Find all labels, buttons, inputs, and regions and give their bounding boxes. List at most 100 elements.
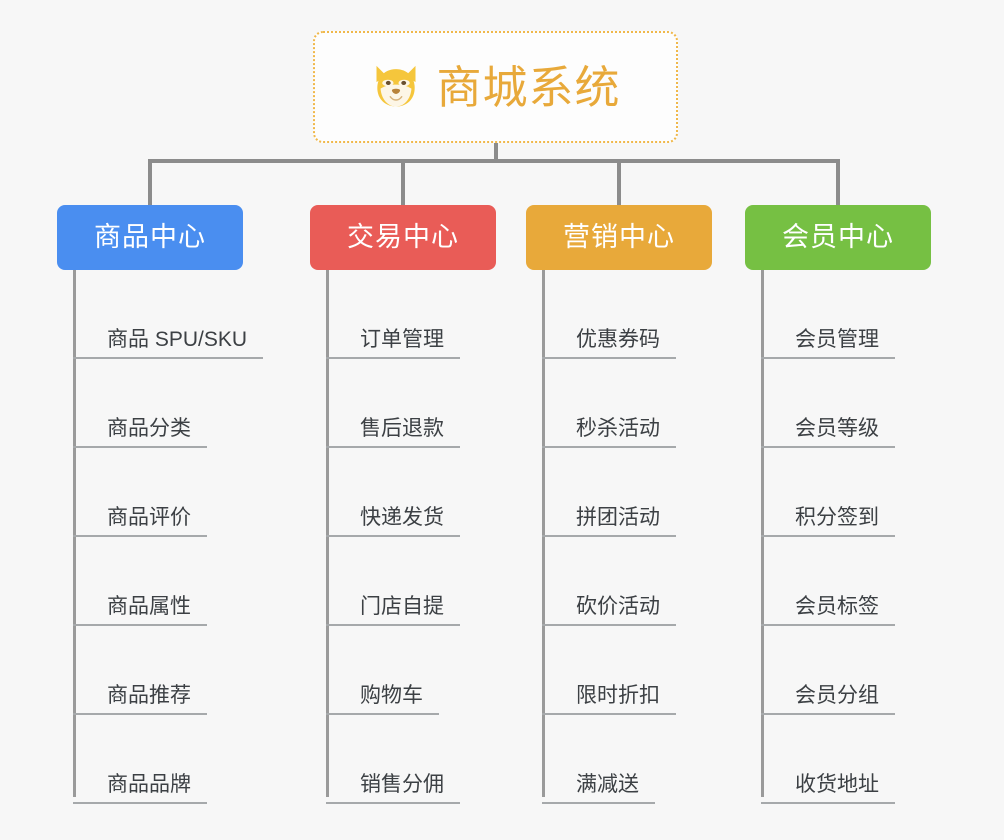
leaf-item-label: 优惠券码 bbox=[576, 328, 660, 351]
branch-header-4[interactable]: 会员中心 bbox=[745, 205, 931, 270]
leaf-item-label: 商品品牌 bbox=[107, 773, 191, 796]
leaf-item-label: 快递发货 bbox=[360, 506, 444, 529]
leaf-item[interactable]: 收货地址 bbox=[761, 715, 1004, 804]
leaf-item-rule bbox=[761, 357, 895, 359]
leaf-item[interactable]: 销售分佣 bbox=[326, 715, 586, 804]
leaf-item[interactable]: 会员等级 bbox=[761, 359, 1004, 448]
connector-drop-1 bbox=[148, 159, 152, 205]
root-node[interactable]: 商城系统 bbox=[313, 31, 678, 143]
leaf-item-rule bbox=[761, 713, 895, 715]
leaf-item-label: 商品评价 bbox=[107, 506, 191, 529]
connector-drop-3 bbox=[617, 159, 621, 205]
leaf-item[interactable]: 会员管理 bbox=[761, 270, 1004, 359]
leaf-list-1: 商品 SPU/SKU 商品分类商品评价商品属性商品推荐商品品牌 bbox=[73, 270, 333, 804]
leaf-item-label: 商品 SPU/SKU bbox=[107, 328, 248, 351]
connector-drop-2 bbox=[401, 159, 405, 205]
root-title: 商城系统 bbox=[436, 61, 621, 113]
leaf-item-label: 销售分佣 bbox=[360, 773, 444, 796]
leaf-item-rule bbox=[326, 713, 439, 715]
leaf-item-rule bbox=[542, 802, 655, 804]
leaf-item[interactable]: 快递发货 bbox=[326, 448, 586, 537]
branch-spine-1 bbox=[73, 270, 76, 797]
leaf-item-rule bbox=[542, 535, 676, 537]
connector-bus bbox=[148, 159, 840, 163]
leaf-list-2: 订单管理售后退款快递发货门店自提购物车销售分佣 bbox=[326, 270, 586, 804]
leaf-item[interactable]: 拼团活动 bbox=[542, 448, 802, 537]
branch-column-4: 会员中心 会员管理会员等级积分签到会员标签会员分组收货地址 bbox=[745, 205, 931, 804]
leaf-item-rule bbox=[326, 535, 460, 537]
branch-header-2[interactable]: 交易中心 bbox=[310, 205, 496, 270]
leaf-item-rule bbox=[761, 624, 895, 626]
branch-header-3[interactable]: 营销中心 bbox=[526, 205, 712, 270]
branch-spine-3 bbox=[542, 270, 545, 797]
branch-header-label: 商品中心 bbox=[94, 222, 206, 252]
leaf-item-rule bbox=[542, 357, 676, 359]
leaf-item-rule bbox=[326, 446, 460, 448]
leaf-item[interactable]: 会员标签 bbox=[761, 537, 1004, 626]
leaf-item-label: 拼团活动 bbox=[576, 506, 660, 529]
leaf-item-rule bbox=[542, 624, 676, 626]
leaf-item-label: 售后退款 bbox=[360, 417, 444, 440]
leaf-list-4: 会员管理会员等级积分签到会员标签会员分组收货地址 bbox=[761, 270, 1004, 804]
leaf-item-label: 会员标签 bbox=[795, 595, 879, 618]
leaf-item[interactable]: 售后退款 bbox=[326, 359, 586, 448]
leaf-item[interactable]: 商品分类 bbox=[73, 359, 333, 448]
leaf-item-rule bbox=[73, 446, 207, 448]
leaf-item[interactable]: 订单管理 bbox=[326, 270, 586, 359]
leaf-item-label: 会员管理 bbox=[795, 328, 879, 351]
branch-spine-2 bbox=[326, 270, 329, 797]
leaf-item[interactable]: 门店自提 bbox=[326, 537, 586, 626]
leaf-item[interactable]: 砍价活动 bbox=[542, 537, 802, 626]
leaf-item-rule bbox=[73, 624, 207, 626]
leaf-item-rule bbox=[73, 357, 263, 359]
branch-spine-4 bbox=[761, 270, 764, 797]
leaf-item-label: 满减送 bbox=[576, 773, 639, 796]
leaf-item[interactable]: 会员分组 bbox=[761, 626, 1004, 715]
branch-column-2: 交易中心 订单管理售后退款快递发货门店自提购物车销售分佣 bbox=[310, 205, 496, 804]
branch-header-label: 会员中心 bbox=[782, 222, 894, 252]
leaf-item-label: 限时折扣 bbox=[576, 684, 660, 707]
leaf-list-3: 优惠券码秒杀活动拼团活动砍价活动限时折扣满减送 bbox=[542, 270, 802, 804]
leaf-item[interactable]: 商品推荐 bbox=[73, 626, 333, 715]
branch-header-1[interactable]: 商品中心 bbox=[57, 205, 243, 270]
leaf-item-label: 会员分组 bbox=[795, 684, 879, 707]
branch-column-3: 营销中心 优惠券码秒杀活动拼团活动砍价活动限时折扣满减送 bbox=[526, 205, 712, 804]
leaf-item[interactable]: 积分签到 bbox=[761, 448, 1004, 537]
connector-drop-4 bbox=[836, 159, 840, 205]
leaf-item[interactable]: 商品属性 bbox=[73, 537, 333, 626]
leaf-item[interactable]: 购物车 bbox=[326, 626, 586, 715]
leaf-item[interactable]: 商品评价 bbox=[73, 448, 333, 537]
leaf-item-rule bbox=[761, 535, 895, 537]
leaf-item-rule bbox=[73, 713, 207, 715]
leaf-item-label: 会员等级 bbox=[795, 417, 879, 440]
leaf-item-rule bbox=[542, 446, 676, 448]
leaf-item-rule bbox=[761, 446, 895, 448]
leaf-item-label: 订单管理 bbox=[360, 328, 444, 351]
leaf-item-rule bbox=[542, 713, 676, 715]
leaf-item-label: 商品推荐 bbox=[107, 684, 191, 707]
leaf-item[interactable]: 商品 SPU/SKU bbox=[73, 270, 333, 359]
leaf-item[interactable]: 限时折扣 bbox=[542, 626, 802, 715]
leaf-item-label: 商品分类 bbox=[107, 417, 191, 440]
leaf-item[interactable]: 满减送 bbox=[542, 715, 802, 804]
leaf-item-rule bbox=[761, 802, 895, 804]
leaf-item[interactable]: 优惠券码 bbox=[542, 270, 802, 359]
leaf-item-rule bbox=[326, 802, 460, 804]
leaf-item-label: 门店自提 bbox=[360, 595, 444, 618]
leaf-item-label: 购物车 bbox=[360, 684, 423, 707]
leaf-item-label: 积分签到 bbox=[795, 506, 879, 529]
leaf-item-label: 收货地址 bbox=[795, 773, 879, 796]
leaf-item-label: 商品属性 bbox=[107, 595, 191, 618]
leaf-item[interactable]: 商品品牌 bbox=[73, 715, 333, 804]
leaf-item-label: 秒杀活动 bbox=[576, 417, 660, 440]
connector-root-stem bbox=[494, 143, 498, 163]
leaf-item-rule bbox=[73, 535, 207, 537]
shiba-dog-face-icon bbox=[376, 65, 416, 107]
leaf-item-rule bbox=[73, 802, 207, 804]
branch-header-label: 交易中心 bbox=[347, 222, 459, 252]
branch-header-label: 营销中心 bbox=[563, 222, 675, 252]
leaf-item[interactable]: 秒杀活动 bbox=[542, 359, 802, 448]
leaf-item-rule bbox=[326, 357, 460, 359]
leaf-item-label: 砍价活动 bbox=[576, 595, 660, 618]
